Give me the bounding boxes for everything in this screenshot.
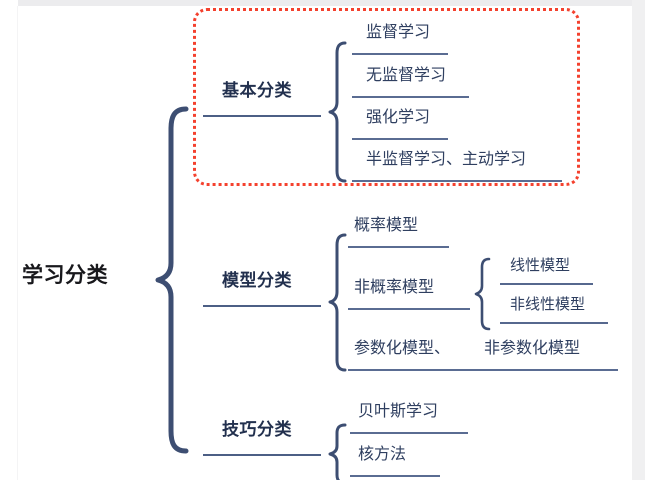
leaf-label-nonparametric[interactable]: 非参数化模型 [484, 340, 581, 357]
leaf-underline-supervised [352, 53, 448, 55]
leaf-label-linear[interactable]: 线性模型 [510, 257, 571, 274]
leaf-label-probabilistic[interactable]: 概率模型 [354, 217, 419, 234]
leaf-label-unsupervised[interactable]: 无监督学习 [366, 67, 447, 84]
slide-top-edge [18, 0, 633, 6]
branch-label-skill[interactable]: 技巧分类 [222, 420, 292, 439]
leaf-label-nonlinear[interactable]: 非线性模型 [510, 296, 586, 313]
leaf-label-parametric[interactable]: 参数化模型、 [354, 340, 451, 357]
leaf-underline-bayesian [350, 432, 468, 434]
leaf-underline-nonprobabilistic [348, 308, 470, 310]
highlight-box-basic [193, 8, 580, 186]
leaf-underline-linear [500, 283, 593, 285]
leaf-brace-nonprobabilistic-icon [473, 256, 493, 332]
leaf-label-supervised[interactable]: 监督学习 [366, 24, 431, 41]
leaf-underline-semisupervised-active [352, 180, 562, 182]
branch-brace-model-icon [327, 232, 349, 374]
leaf-label-semisupervised-active[interactable]: 半监督学习、主动学习 [366, 151, 527, 168]
leaf-underline-unsupervised [352, 96, 469, 98]
branch-label-basic[interactable]: 基本分类 [222, 81, 292, 100]
leaf-label-reinforcement[interactable]: 强化学习 [366, 109, 431, 126]
leaf-underline-kernel [350, 475, 440, 477]
leaf-label-nonprobabilistic[interactable]: 非概率模型 [354, 279, 435, 296]
slide-left-edge [17, 6, 18, 480]
branch-underline-skill [203, 454, 321, 456]
branch-label-model[interactable]: 模型分类 [222, 271, 292, 290]
branch-underline-model [203, 305, 321, 307]
slide-right-edge [632, 0, 645, 480]
leaf-underline-parametric-nonparametric [348, 369, 618, 371]
branch-brace-skill-icon [327, 422, 349, 480]
leaf-underline-probabilistic [348, 246, 449, 248]
leaf-underline-reinforcement [352, 138, 448, 140]
leaf-underline-nonlinear [500, 322, 608, 324]
branch-underline-basic [203, 115, 321, 117]
root-label: 学习分类 [22, 264, 108, 287]
leaf-label-kernel[interactable]: 核方法 [358, 446, 407, 463]
root-brace-icon [150, 105, 190, 455]
leaf-label-bayesian[interactable]: 贝叶斯学习 [358, 403, 439, 420]
branch-brace-basic-icon [327, 40, 349, 185]
